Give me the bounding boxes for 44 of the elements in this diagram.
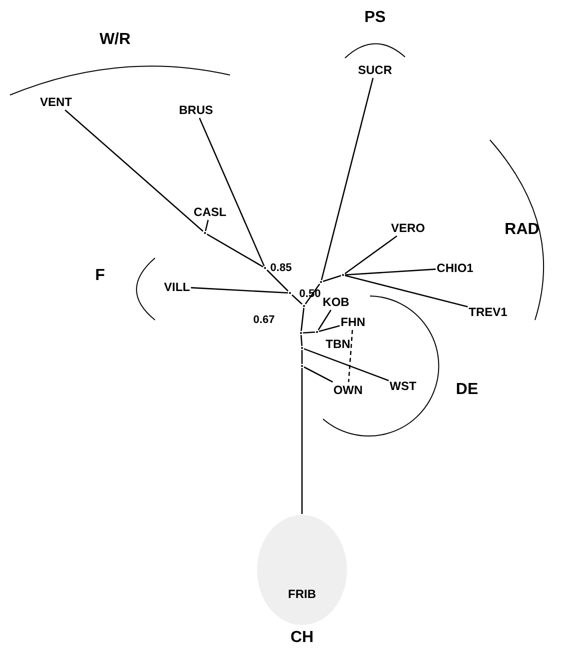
- branch-line: [322, 274, 342, 282]
- branch-line: [301, 368, 303, 514]
- branch-line: [318, 310, 332, 330]
- branch-line: [190, 287, 288, 294]
- branch-line: [344, 274, 468, 308]
- branch-line: [198, 118, 265, 266]
- leaf-label: VERO: [391, 221, 425, 235]
- clade-label: W/R: [99, 31, 131, 49]
- branch-line: [304, 348, 389, 382]
- branch-line: [292, 294, 302, 305]
- leaf-label: CHIO1: [436, 261, 474, 275]
- branch-line: [300, 308, 304, 332]
- branch-line: [344, 268, 436, 276]
- leaf-label: VILL: [164, 280, 190, 294]
- leaf-label: SUCR: [358, 63, 392, 77]
- branch-line: [320, 78, 374, 280]
- branch-line: [64, 110, 204, 232]
- leaf-label: FHN: [340, 315, 366, 329]
- clade-label: F: [95, 267, 105, 285]
- leaf-label: VENT: [40, 95, 72, 109]
- leaf-label: BRUS: [179, 103, 213, 117]
- branch-line: [304, 366, 333, 383]
- clade-label: CH: [290, 629, 314, 647]
- leaf-label: KOB: [322, 295, 350, 309]
- branch-line: [204, 220, 209, 232]
- leaf-label: TREV1: [468, 305, 508, 319]
- clade-label: PS: [364, 9, 386, 27]
- leaf-label: OWN: [333, 383, 363, 397]
- leaf-label: CASL: [194, 205, 226, 219]
- branch-line: [302, 331, 316, 334]
- leaf-label: WST: [390, 379, 416, 393]
- support-value: 0.67: [253, 314, 275, 326]
- branch-line: [266, 270, 288, 292]
- branch-line: [344, 235, 398, 274]
- branch-line: [206, 234, 264, 268]
- clade-label: RAD: [504, 221, 540, 239]
- branch-line: [300, 334, 303, 346]
- leaf-label: TBN: [326, 337, 350, 351]
- branch-line: [318, 325, 340, 332]
- support-value: 0.85: [270, 262, 292, 274]
- clade-label: DE: [456, 381, 478, 399]
- branch-line: [301, 350, 303, 364]
- leaf-circle: FRIB: [257, 515, 347, 625]
- dashed-branch-line: [348, 330, 354, 382]
